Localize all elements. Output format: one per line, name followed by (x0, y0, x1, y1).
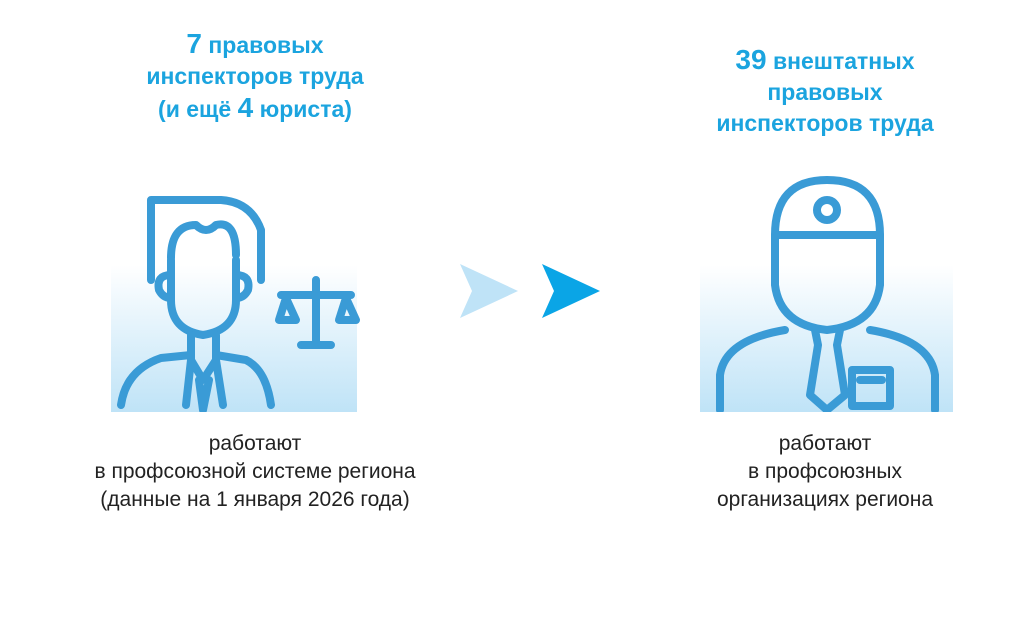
right-description: работают в профсоюзных организациях реги… (716, 432, 934, 511)
arrow-light-icon (460, 264, 518, 318)
inspector-in-cap-icon (716, 176, 939, 412)
left-heading: 7 правовых инспекторов труда (и ещё 4 юр… (146, 28, 364, 123)
lawyer-with-scales-icon (117, 196, 360, 412)
left-description: работают в профсоюзной системе региона (… (94, 432, 416, 511)
arrow-dark-icon (542, 264, 600, 318)
right-heading: 39 внештатных правовых инспекторов труда (716, 44, 934, 136)
